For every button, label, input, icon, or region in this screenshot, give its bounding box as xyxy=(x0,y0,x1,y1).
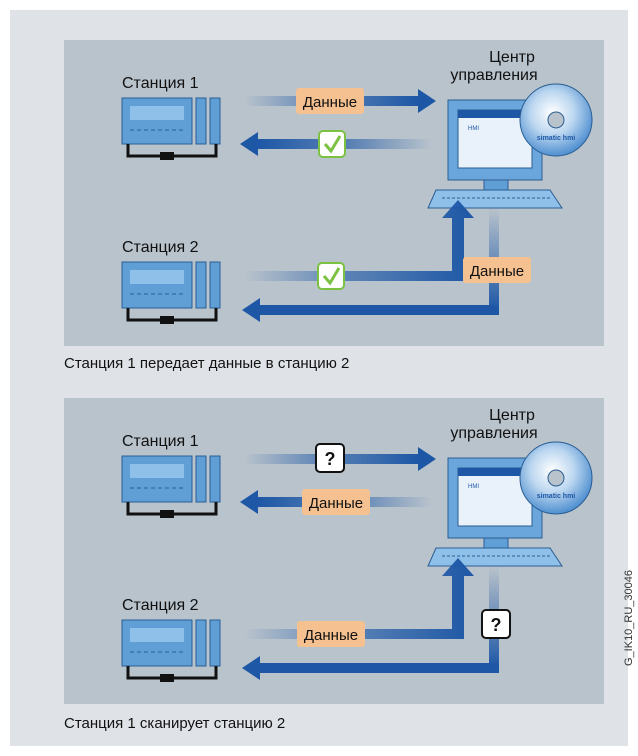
station2-plc-icon xyxy=(121,261,221,324)
arrow-center-to-s2 xyxy=(258,305,499,315)
arrow-center-to-s1-head xyxy=(240,132,258,156)
caption-scan: Станция 1 сканирует станцию 2 xyxy=(64,715,286,732)
hmi-badge: HMI xyxy=(468,126,479,132)
arrow-center-to-s2-head xyxy=(242,656,260,680)
panel-scan-diagram: Станция 1 Станция 2 xyxy=(121,407,593,682)
control-center-label-line1: Центр xyxy=(489,407,535,424)
panel-scan: Станция 1 Станция 2 xyxy=(64,398,604,704)
question-icon-s1: ? xyxy=(315,443,345,473)
station2-label: Станция 2 xyxy=(122,239,199,256)
diagram-figure: Станция 1 Станция 2 xyxy=(10,10,635,746)
data-label-center-to-s2-text: Данные xyxy=(470,263,524,280)
arrow-center-to-s2 xyxy=(258,663,499,673)
data-label-s2-to-center xyxy=(297,621,365,647)
checkmark-icon-s2 xyxy=(317,262,345,290)
hmi-badge: HMI xyxy=(468,484,479,490)
caption-transfer: Станция 1 передает данные в станцию 2 xyxy=(64,355,350,372)
arrow-center-to-s1-head xyxy=(240,490,258,514)
simatic-hmi-disc-icon: simatic hmi xyxy=(519,441,593,515)
arrow-s2-to-center xyxy=(244,200,474,281)
station1-label: Станция 1 xyxy=(122,433,199,450)
disc-label: simatic hmi xyxy=(537,493,576,500)
arrow-s1-to-center-head xyxy=(418,89,436,113)
disc-label: simatic hmi xyxy=(537,135,576,142)
computer-icon: HMI xyxy=(427,99,563,209)
data-label-s1-to-center-text: Данные xyxy=(303,94,357,111)
data-label-center-to-s1 xyxy=(302,489,370,515)
arrow-center-to-s2-head xyxy=(242,298,260,322)
data-label-center-to-s1-text: Данные xyxy=(309,495,363,512)
station2-label: Станция 2 xyxy=(122,597,199,614)
station1-plc-icon xyxy=(121,97,221,160)
question-icon-s2: ? xyxy=(481,609,511,639)
station1-plc-icon xyxy=(121,455,221,518)
control-center-label-line1: Центр xyxy=(489,49,535,66)
question-icon-s2-text: ? xyxy=(491,615,502,635)
data-label-s1-to-center xyxy=(296,88,364,114)
panel-transfer-diagram: Станция 1 Станция 2 xyxy=(121,49,593,324)
simatic-hmi-disc-icon: simatic hmi xyxy=(519,83,593,157)
checkmark-icon-s1 xyxy=(318,130,346,158)
station2-plc-icon xyxy=(121,619,221,682)
data-label-s2-to-center-text: Данные xyxy=(304,627,358,644)
station1-label: Станция 1 xyxy=(122,75,199,92)
arrow-s1-to-center-head xyxy=(418,447,436,471)
control-center-label-line2: управления xyxy=(450,67,537,84)
control-center-label-line2: управления xyxy=(450,425,537,442)
question-icon-s1-text: ? xyxy=(325,449,336,469)
arrow-s2-to-center xyxy=(244,558,474,639)
data-label-center-to-s2 xyxy=(463,257,531,283)
figure-code: G_IK10_RU_30046 xyxy=(623,569,635,666)
panel-transfer: Станция 1 Станция 2 xyxy=(64,40,604,346)
